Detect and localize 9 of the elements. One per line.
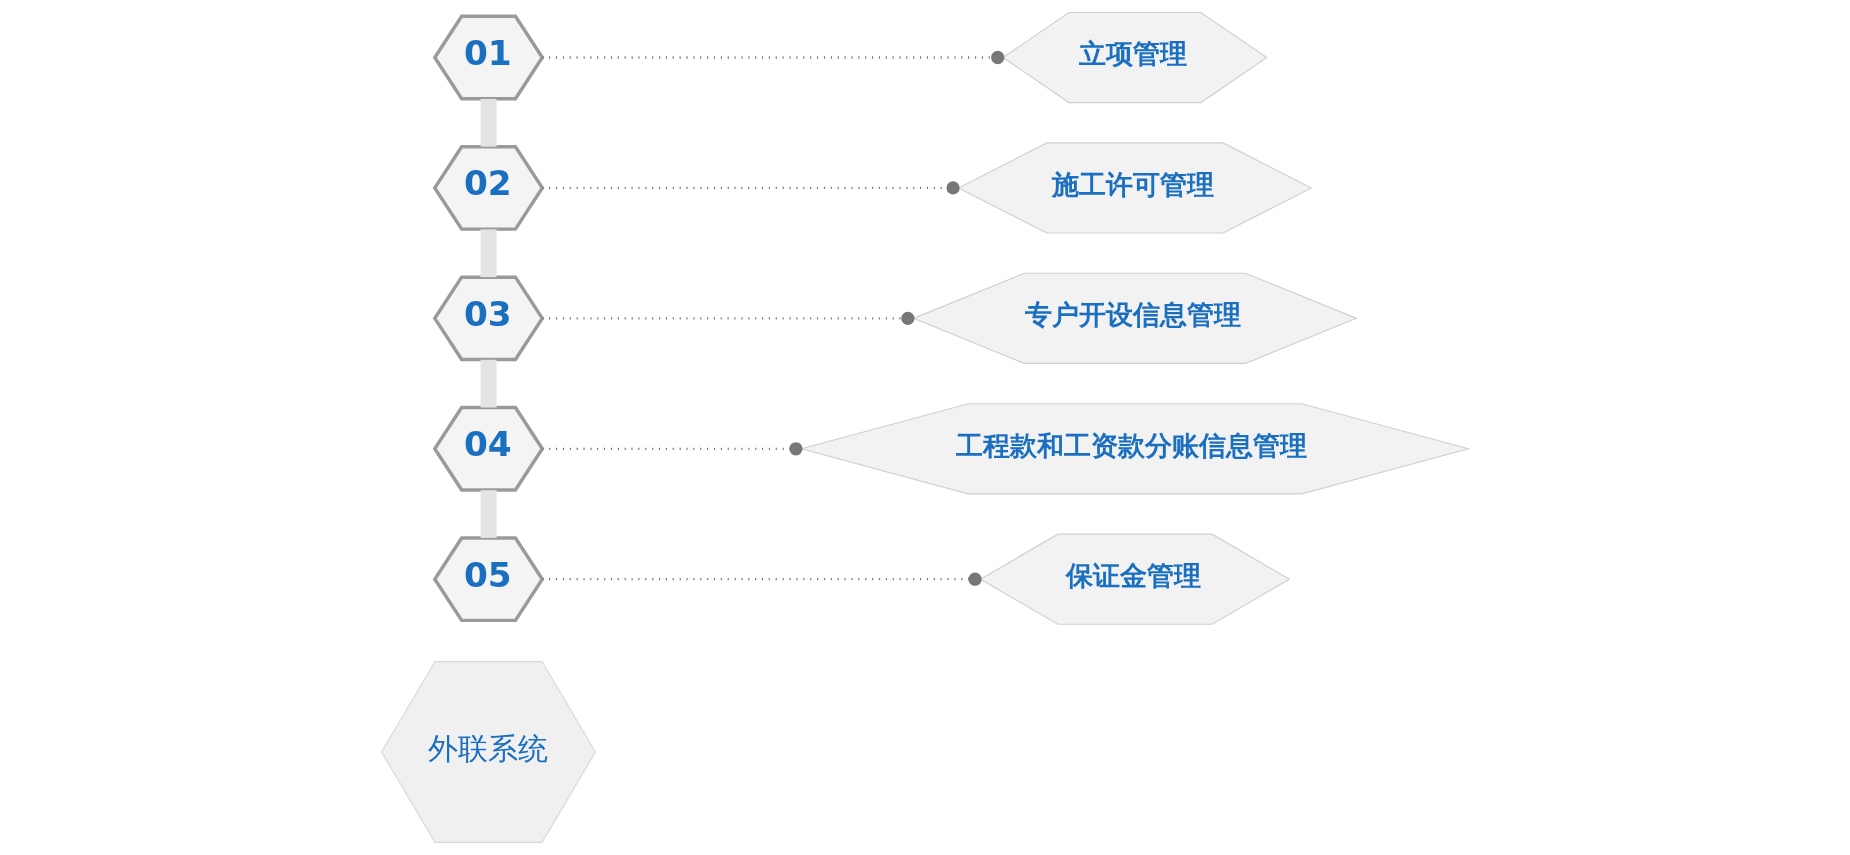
- connector: [542, 311, 915, 325]
- connector: [542, 442, 803, 456]
- connector: [542, 572, 982, 586]
- connector: [542, 181, 960, 195]
- connector: [480, 490, 497, 538]
- connector: [480, 229, 497, 278]
- connector: [480, 359, 497, 408]
- connector: [542, 50, 1005, 65]
- connector: [480, 98, 497, 147]
